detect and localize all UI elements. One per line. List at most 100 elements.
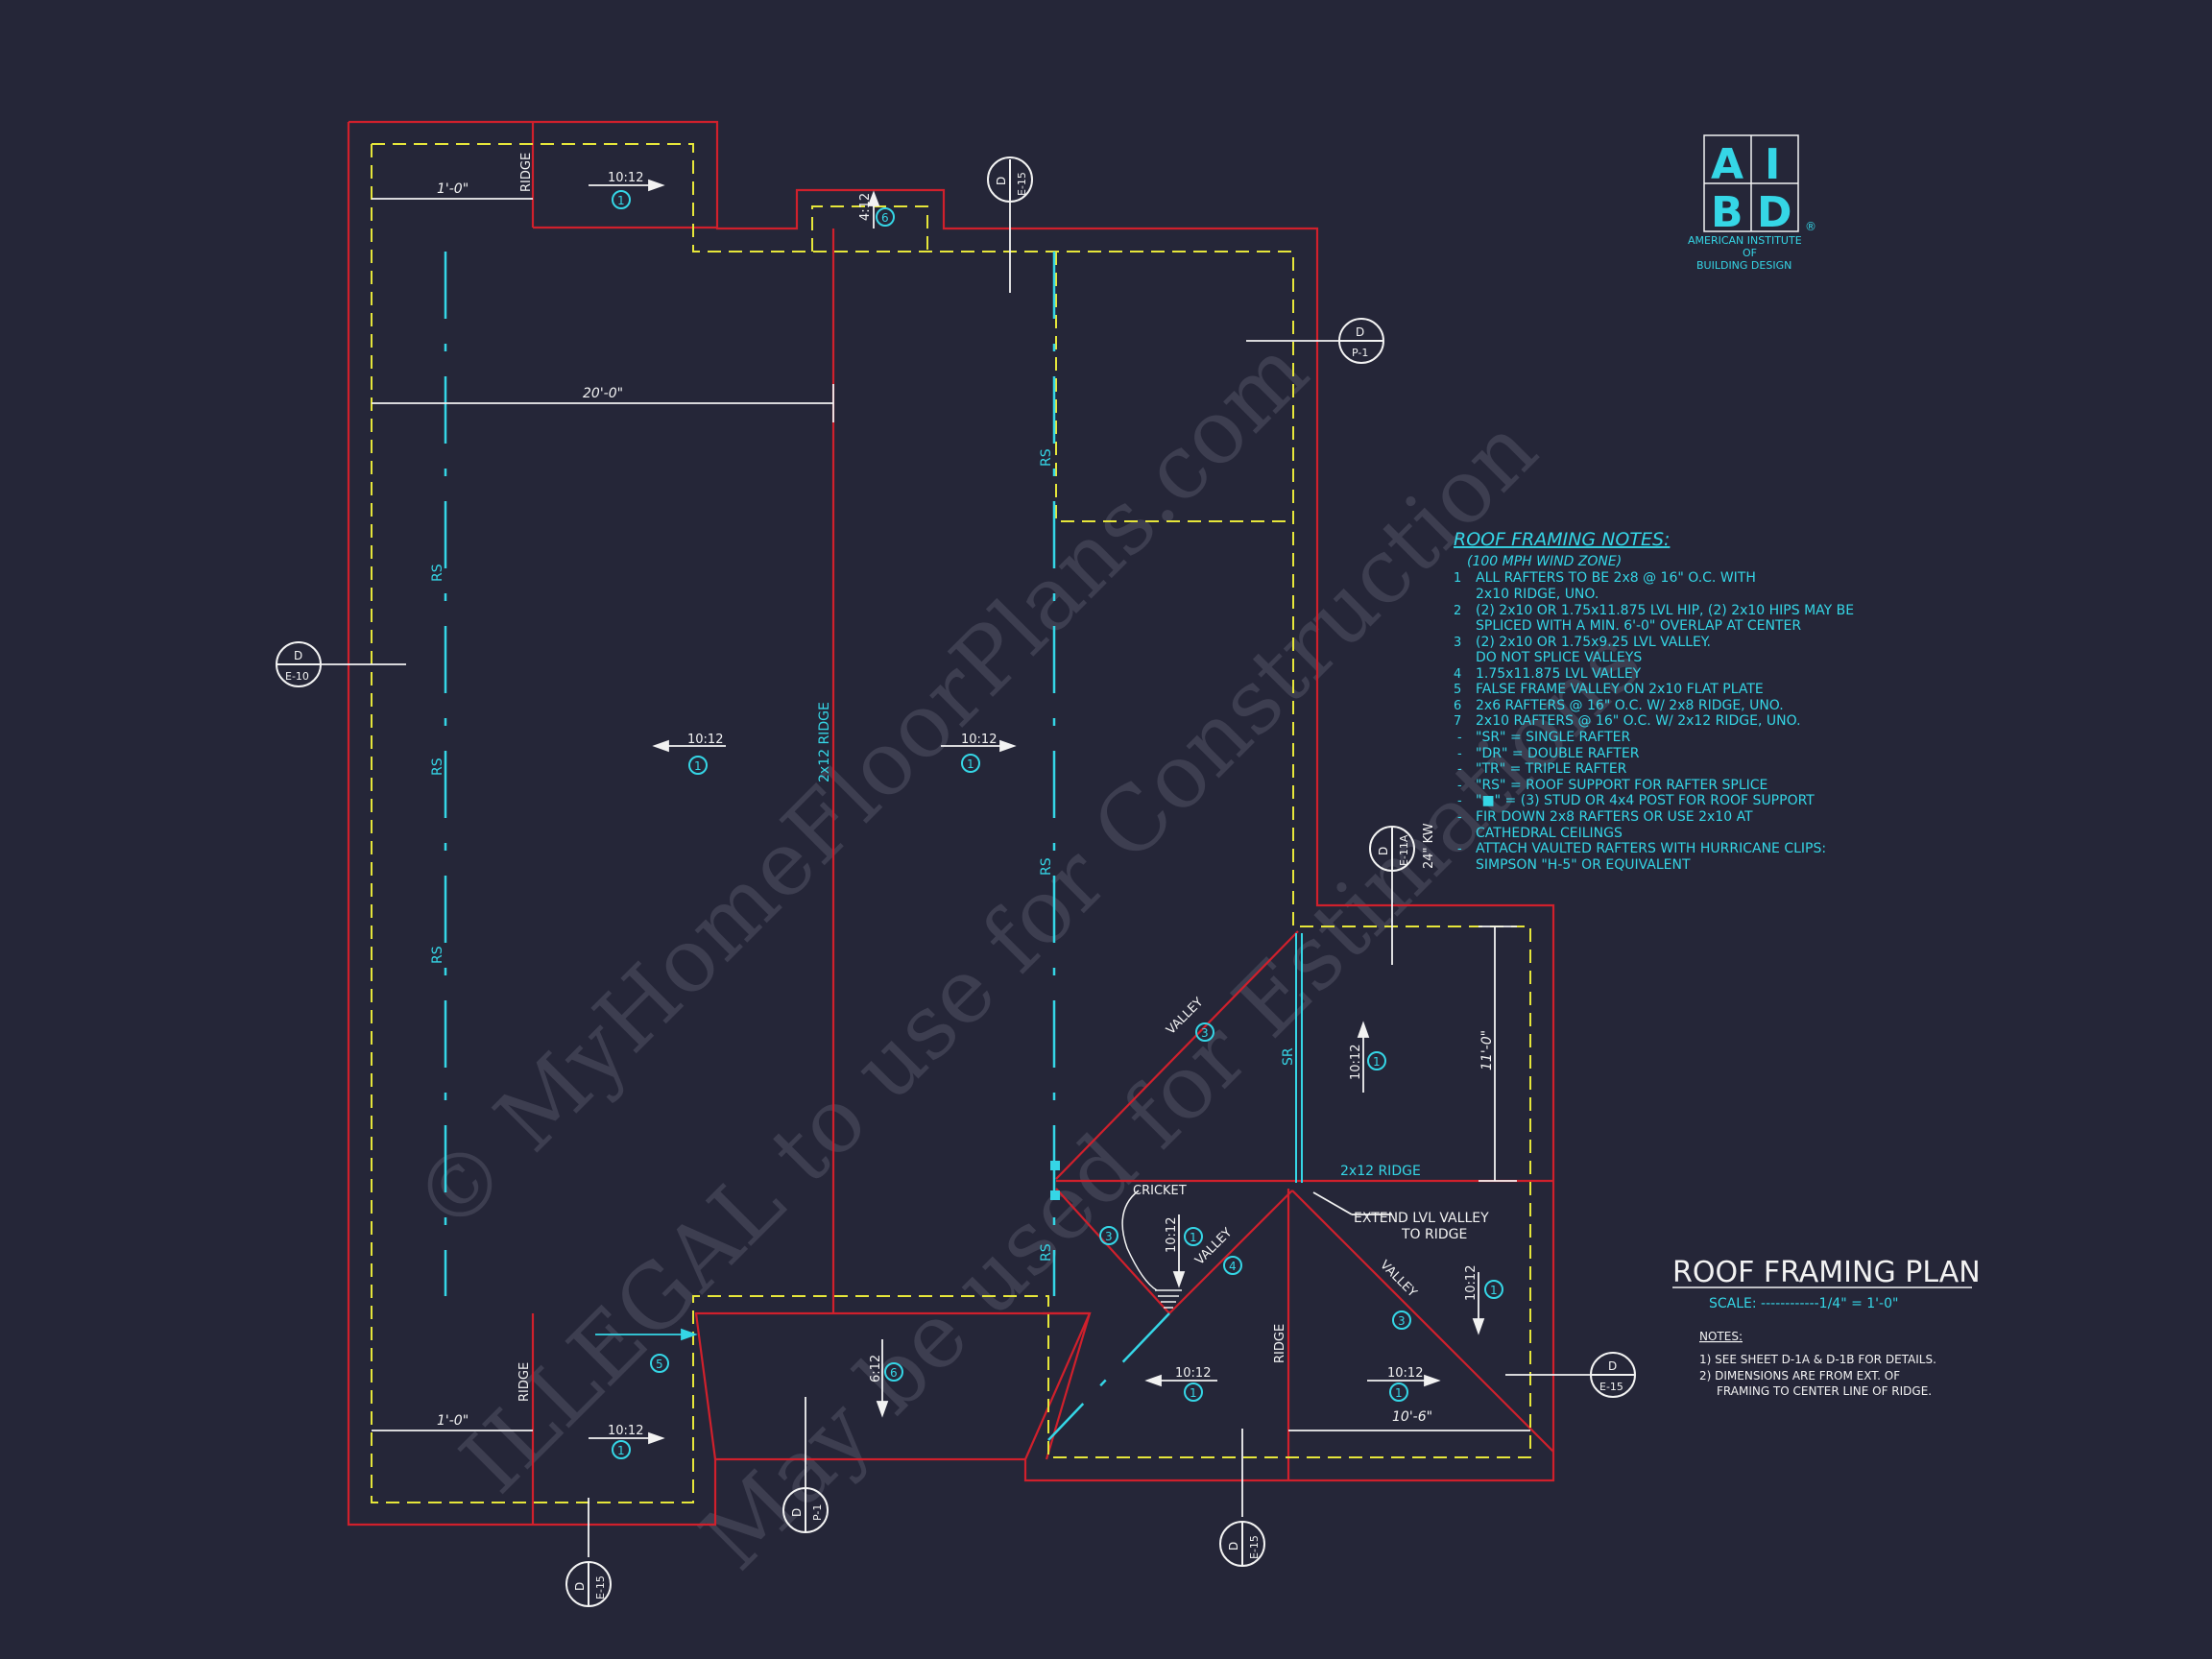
valley-line-lower [1055, 1188, 1170, 1314]
marker-3: 3 [1099, 1226, 1118, 1245]
svg-text:6: 6 [890, 1366, 898, 1380]
ridge-label-right: RIDGE [1273, 1324, 1287, 1363]
watermark-line-2: ILLEGAL to use for Construction [442, 397, 1556, 1512]
notes-line: FIR DOWN 2x8 RAFTERS OR USE 2x10 AT [1476, 809, 1753, 825]
overhang-dormer [811, 205, 928, 252]
notes-line: "■" = (3) STUD OR 4x4 POST FOR ROOF SUPP… [1476, 793, 1815, 808]
post-marker [1050, 1190, 1060, 1200]
logo-name-1: AMERICAN INSTITUTE [1688, 234, 1802, 247]
ridge-2x12-vertical: 2x12 RIDGE [817, 702, 832, 782]
pitch-label: 6:12 [869, 1355, 883, 1382]
kw-label: 24" KW [1422, 823, 1436, 869]
notes-line: "RS" = ROOF SUPPORT FOR RAFTER SPLICE [1476, 778, 1767, 793]
rs-label: RS [1039, 1243, 1054, 1262]
cricket-hatch [1155, 1289, 1182, 1309]
dim-1ft-top: 1'-0" [437, 181, 469, 197]
svg-text:1: 1 [617, 194, 625, 207]
rs-label: RS [1039, 857, 1054, 876]
svg-text:P-1: P-1 [1352, 347, 1368, 359]
notes-line: "TR" = TRIPLE RAFTER [1476, 761, 1627, 777]
svg-text:E-15: E-15 [1016, 172, 1028, 196]
marker-5: 5 [650, 1354, 669, 1373]
svg-text:E-15: E-15 [1599, 1381, 1623, 1393]
svg-text:D: D [1356, 325, 1364, 339]
wall-outline [347, 120, 1555, 1527]
title-note-1: 1) SEE SHEET D-1A & D-1B FOR DETAILS. [1699, 1353, 1936, 1366]
notes-line: FALSE FRAME VALLEY ON 2x10 FLAT PLATE [1476, 682, 1764, 697]
title-note-2a: 2) DIMENSIONS ARE FROM EXT. OF [1699, 1369, 1900, 1382]
notes-line: ATTACH VAULTED RAFTERS WITH HURRICANE CL… [1476, 841, 1826, 856]
section-tag-e10: D E-10 [276, 641, 322, 687]
logo-registered: ® [1805, 220, 1816, 233]
marker-3: 3 [1195, 1022, 1214, 1042]
svg-text:3: 3 [1105, 1230, 1113, 1243]
notes-line: (100 MPH WIND ZONE) [1467, 554, 1622, 569]
pitch-label: 10:12 [1165, 1217, 1179, 1253]
pitch-label: 10:12 [1349, 1045, 1363, 1080]
marker-3: 3 [1392, 1310, 1411, 1330]
extend-lvl-label-2: TO RIDGE [1401, 1227, 1467, 1242]
section-tag-p1-bottom: D P-1 [782, 1487, 829, 1533]
marker-1: 1 [961, 754, 980, 773]
notes-marker: - [1457, 810, 1462, 825]
notes-line: "DR" = DOUBLE RAFTER [1476, 746, 1640, 761]
title-block: ROOF FRAMING PLAN SCALE: ------------1/4… [1672, 1256, 1981, 1398]
ridge-2x12-horizontal: 2x12 RIDGE [1340, 1164, 1421, 1179]
svg-text:1: 1 [1190, 1386, 1197, 1400]
marker-6: 6 [876, 207, 895, 227]
notes-line: (2) 2x10 OR 1.75x11.875 LVL HIP, (2) 2x1… [1476, 603, 1854, 618]
marker-1: 1 [1367, 1051, 1386, 1070]
notes-line: SIMPSON "H-5" OR EQUIVALENT [1476, 857, 1691, 873]
svg-text:3: 3 [1201, 1026, 1209, 1040]
aibd-logo: A I B D ® AMERICAN INSTITUTE OF BUILDING… [1688, 134, 1816, 272]
dim-20ft: 20'-0" [583, 386, 623, 401]
section-tag-p1-top: D P-1 [1338, 318, 1384, 364]
notes-marker: 4 [1454, 667, 1461, 682]
marker-1: 1 [688, 756, 708, 775]
rs-label: RS [430, 757, 445, 776]
pitch-label: 4:12 [858, 193, 873, 221]
notes-line: "SR" = SINGLE RAFTER [1476, 730, 1630, 745]
marker-1: 1 [612, 1440, 631, 1459]
rs-label: RS [430, 946, 445, 964]
svg-text:D: D [1608, 1359, 1617, 1373]
notes-marker: 7 [1454, 714, 1461, 729]
svg-text:D: D [1377, 847, 1390, 855]
notes-marker: - [1457, 779, 1462, 793]
extend-lvl-label-1: EXTEND LVL VALLEY [1354, 1211, 1489, 1226]
svg-text:D: D [1227, 1542, 1240, 1551]
svg-text:D: D [294, 649, 302, 662]
overhang-main [371, 143, 1531, 1503]
notes-marker: 3 [1454, 636, 1461, 650]
pitch-label: 10:12 [687, 733, 723, 747]
pitch-label: 10:12 [608, 171, 643, 185]
svg-text:1: 1 [1373, 1055, 1381, 1069]
svg-text:P-1: P-1 [811, 1504, 824, 1521]
notes-marker: 6 [1454, 699, 1461, 713]
pitch-label: 10:12 [1464, 1265, 1479, 1301]
exterior-wall-outline [347, 120, 1555, 1527]
logo-name-3: BUILDING DESIGN [1696, 259, 1791, 272]
notes-marker: - [1457, 731, 1462, 745]
notes-line: SPLICED WITH A MIN. 6'-0" OVERLAP AT CEN… [1476, 618, 1801, 634]
ridge-label-top: RIDGE [519, 153, 534, 192]
svg-text:D: D [995, 177, 1008, 185]
marker-1: 1 [1484, 1280, 1503, 1299]
svg-text:4: 4 [1229, 1260, 1237, 1273]
hip-line-left [1168, 1190, 1293, 1314]
cricket-leader [1121, 1190, 1158, 1291]
section-tag-e15-top: D E-15 [987, 156, 1033, 203]
marker-6: 6 [884, 1362, 903, 1382]
logo-letter-a: A [1711, 140, 1743, 189]
valley-label: VALLEY [1377, 1258, 1419, 1300]
notes-marker: 5 [1454, 683, 1461, 697]
porch-left-diag [1045, 1312, 1092, 1460]
svg-text:D: D [573, 1582, 587, 1591]
overhang-upper-room [1055, 252, 1293, 522]
notes-line: (2) 2x10 OR 1.75x9.25 LVL VALLEY. [1476, 635, 1711, 650]
notes-marker: 2 [1454, 604, 1461, 618]
notes-line: 2x10 RIDGE, UNO. [1476, 587, 1599, 602]
section-tag-e15-bottom: D E-15 [1219, 1521, 1265, 1567]
section-tag-e15-left: D E-15 [565, 1561, 612, 1607]
ridge-label-bottom: RIDGE [517, 1362, 532, 1402]
